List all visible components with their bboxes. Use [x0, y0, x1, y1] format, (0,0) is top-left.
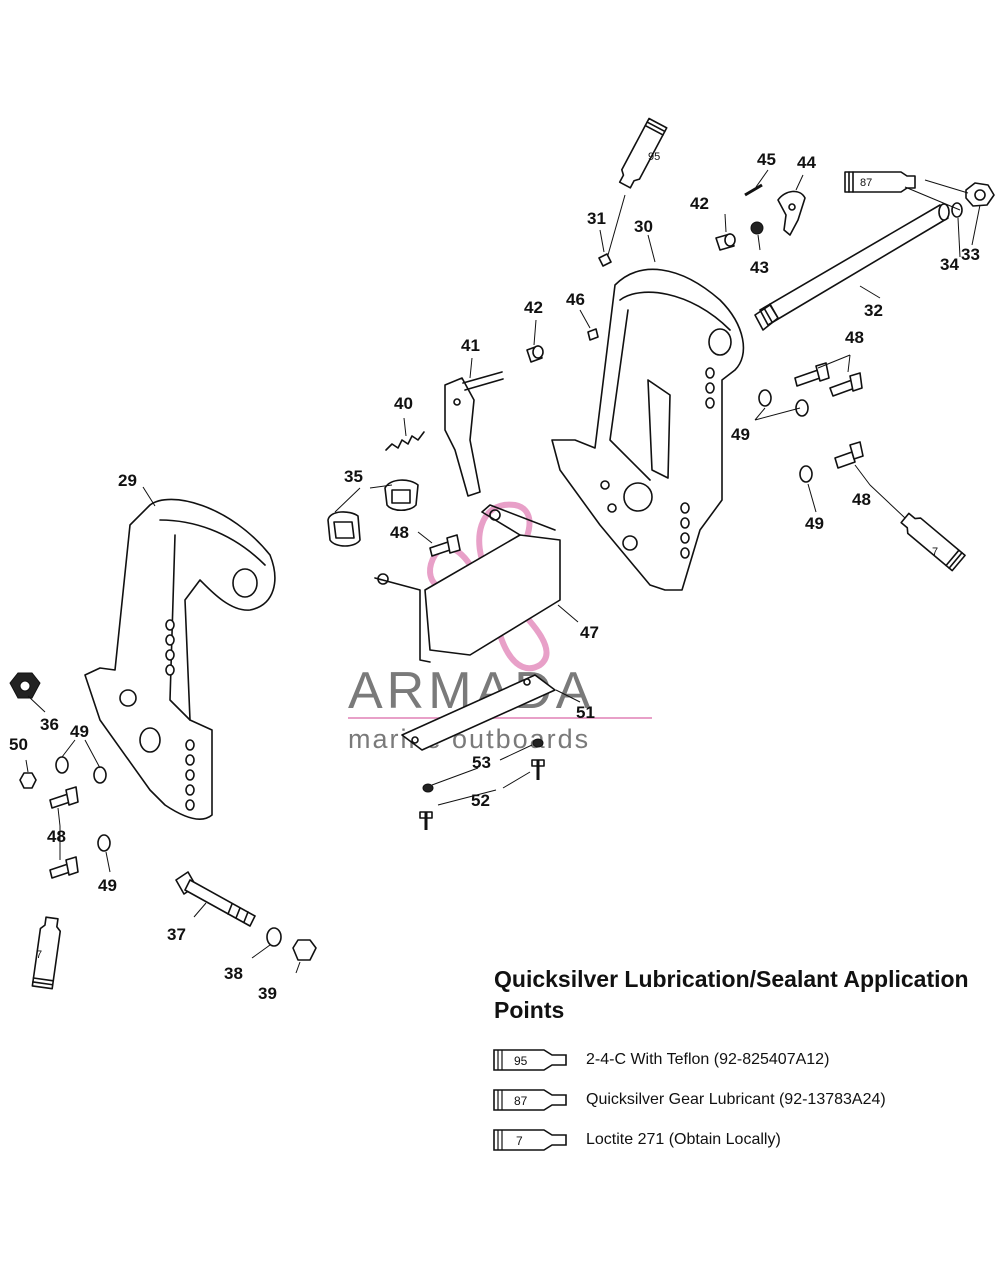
tube-callout-95: 95 — [648, 151, 660, 163]
bolt-48-a — [794, 362, 830, 387]
bolt-48-f — [49, 856, 79, 879]
anode-plates-35 — [327, 479, 419, 547]
bracket-hole-row — [165, 619, 195, 811]
part-number-39: 39 — [258, 984, 277, 1003]
lubricant-tube-95-icon: 95 — [493, 1049, 567, 1071]
tilt-lock-lever-44 — [777, 190, 806, 236]
part-number-29: 29 — [118, 471, 137, 490]
lubricant-tube-87-icon — [844, 171, 916, 193]
bracket-plate-47 — [374, 504, 561, 663]
part-number-40: 40 — [394, 394, 413, 413]
washer-49-d — [55, 756, 69, 774]
lubricant-tube-7-left-icon — [31, 916, 62, 990]
legend-item-text: Quicksilver Gear Lubricant (92-13783A24) — [586, 1091, 886, 1108]
lubricant-tube-7-icon: 7 — [493, 1129, 567, 1151]
legend-item: 87 Quicksilver Gear Lubricant (92-13783A… — [492, 1080, 972, 1120]
legend-tube-code: 95 — [514, 1054, 528, 1068]
leader-lines — [25, 169, 981, 974]
part-number-48-d: 48 — [47, 827, 66, 846]
lubrication-legend: Quicksilver Lubrication/Sealant Applicat… — [492, 964, 972, 1160]
legend-item-text: 2-4-C With Teflon (92-825407A12) — [586, 1051, 830, 1068]
lubricant-tube-87-icon: 87 — [493, 1089, 567, 1111]
pin-45 — [744, 183, 763, 197]
tube-callout-87: 87 — [860, 177, 872, 189]
part-number-35: 35 — [344, 467, 363, 486]
legend-item-text: Loctite 271 (Obtain Locally) — [586, 1131, 781, 1148]
bushing-42-upper — [715, 233, 736, 251]
part-number-labels: 29 30 31 32 33 34 35 36 37 38 39 40 41 4… — [9, 150, 980, 1003]
part-number-53: 53 — [472, 753, 491, 772]
part-number-36: 36 — [40, 715, 59, 734]
part-number-51: 51 — [576, 703, 595, 722]
washer-38 — [266, 927, 282, 947]
part-number-38: 38 — [224, 964, 243, 983]
tilt-tube-washer — [951, 202, 963, 218]
legend-tube-code: 87 — [514, 1094, 528, 1108]
part-number-33: 33 — [961, 245, 980, 264]
part-number-49-d: 49 — [98, 876, 117, 895]
washer-49-a — [758, 389, 772, 407]
screw-52-b — [531, 759, 545, 780]
nut-50 — [19, 772, 37, 789]
part-number-50: 50 — [9, 735, 28, 754]
bolt-48-c — [834, 441, 864, 469]
bolt-37 — [175, 871, 256, 927]
washer-49-c — [799, 465, 813, 483]
bolt-48-b — [829, 372, 863, 397]
washer-49-e — [93, 766, 107, 784]
part-number-34: 34 — [940, 255, 959, 274]
part-number-37: 37 — [167, 925, 186, 944]
legend-item: 95 2-4-C With Teflon (92-825407A12) — [492, 1040, 972, 1080]
part-number-48-b: 48 — [852, 490, 871, 509]
part-number-47: 47 — [580, 623, 599, 642]
nut-53-a — [422, 783, 434, 793]
tube-callout-7-right: 7 — [932, 546, 938, 558]
legend-title: Quicksilver Lubrication/Sealant Applicat… — [494, 966, 969, 1023]
part-number-49-a: 49 — [731, 425, 750, 444]
bolt-48-d — [429, 534, 461, 557]
spring-43 — [750, 221, 764, 235]
legend-tube-code: 7 — [516, 1134, 523, 1148]
spring-40 — [385, 431, 425, 451]
part-number-31: 31 — [587, 209, 606, 228]
part-number-48-c: 48 — [390, 523, 409, 542]
screw-52-a — [419, 811, 433, 830]
part-number-49-c: 49 — [70, 722, 89, 741]
part-number-43: 43 — [750, 258, 769, 277]
part-number-49-b: 49 — [805, 514, 824, 533]
bracket-hole-row — [600, 367, 715, 559]
part-number-44: 44 — [797, 153, 816, 172]
part-number-32: 32 — [864, 301, 883, 320]
tube-callout-7-left: 7 — [36, 949, 42, 961]
washer-49-b — [795, 399, 809, 417]
washer-49-f — [97, 834, 111, 852]
bushing-46 — [587, 328, 599, 341]
grease-fitting-31 — [598, 253, 612, 267]
lubricant-tube-7-right-icon — [900, 512, 966, 572]
part-number-30: 30 — [634, 217, 653, 236]
part-number-42-upper: 42 — [690, 194, 709, 213]
transom-bracket-right — [551, 268, 745, 591]
tilt-lock-lever-41 — [444, 371, 504, 497]
anode-strip-51 — [401, 674, 556, 751]
part-number-45: 45 — [757, 150, 776, 169]
nut-39 — [292, 939, 317, 961]
part-number-48-a: 48 — [845, 328, 864, 347]
bolt-48-e — [49, 786, 79, 809]
part-number-52: 52 — [471, 791, 490, 810]
lubricant-tube-95-icon — [618, 117, 668, 189]
part-number-41: 41 — [461, 336, 480, 355]
transom-bracket-left — [84, 498, 276, 820]
legend-item: 7 Loctite 271 (Obtain Locally) — [492, 1120, 972, 1160]
part-number-42-lower: 42 — [524, 298, 543, 317]
tilt-tube — [754, 203, 950, 331]
nut-53-b — [532, 738, 544, 748]
part-number-46: 46 — [566, 290, 585, 309]
tilt-tube-nut — [965, 182, 995, 207]
bushing-42-lower — [526, 345, 544, 363]
